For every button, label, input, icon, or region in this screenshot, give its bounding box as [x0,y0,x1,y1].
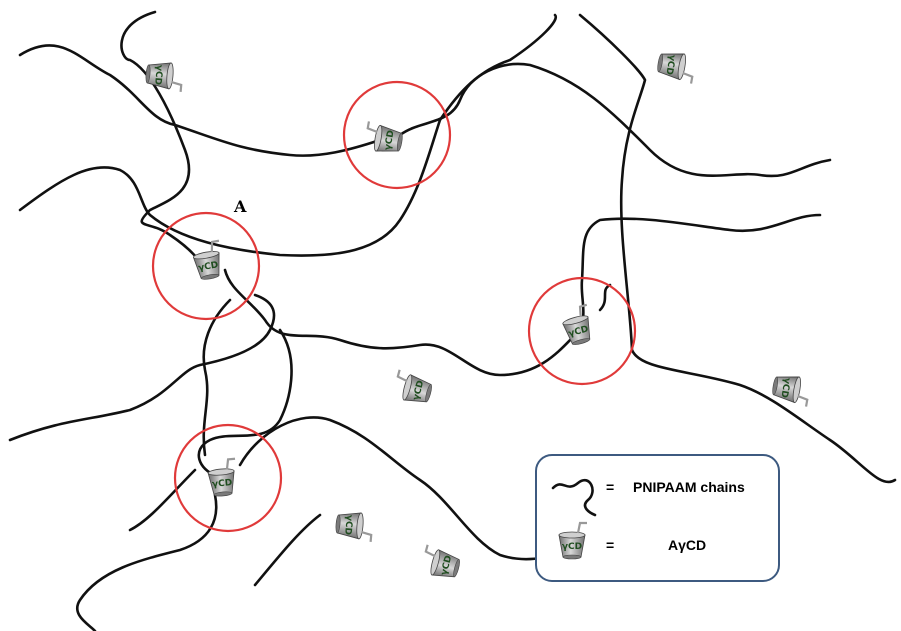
chain-4 [398,62,832,178]
svg-text:γCD: γCD [342,514,354,535]
chain-13 [253,513,322,587]
chain-6 [223,213,822,377]
legend-equals-1: = [606,479,614,495]
chain-14 [202,298,232,457]
svg-text:γCD: γCD [663,54,676,76]
inclusion-ring [173,423,283,533]
svg-text:γCD: γCD [383,130,396,152]
legend-label-chains: PNIPAAM chains [633,479,745,495]
legend-cd-symbol: γCD [557,521,589,561]
chain-2 [120,10,202,264]
chain-1 [18,44,382,157]
inclusion-ring [342,80,452,190]
cd-units: γCD γCD γCD γCD γCD γCD γCD γCD γCD γCD [143,48,813,583]
cd-unit: γCD [362,120,406,157]
svg-text:γCD: γCD [562,542,582,552]
svg-text:γCD: γCD [152,64,164,85]
legend-label-cd: AγCD [668,537,706,553]
legend-box [535,454,780,582]
chain-11 [238,416,582,561]
cd-unit: γCD [333,509,375,543]
svg-text:γCD: γCD [198,260,220,273]
cd-unit: γCD [654,48,698,85]
cd-unit: γCD [143,59,185,93]
cd-unit: γCD [558,303,598,348]
inclusion-rings [151,80,637,533]
chain-10 [76,493,218,631]
cd-unit: γCD [206,457,240,499]
legend-chain-symbol [551,479,597,517]
chain-8 [8,293,276,442]
legend: = PNIPAAM chains γCD = AγCD [535,454,780,582]
chain-9 [197,328,293,477]
cd-unit: γCD [769,371,813,408]
point-label-a: A [233,197,247,216]
inclusion-ring [151,211,261,321]
inclusion-ring [527,276,637,386]
chain-3 [18,13,558,257]
chain-7 [598,283,612,312]
legend-equals-2: = [606,537,614,553]
svg-text:γCD: γCD [778,377,791,399]
cd-unit: γCD [419,543,464,583]
cd-unit: γCD [391,368,436,408]
chain-12 [128,468,197,532]
cd-unit: γCD [190,239,227,283]
chain-5 [578,13,897,484]
svg-text:γCD: γCD [212,478,233,490]
